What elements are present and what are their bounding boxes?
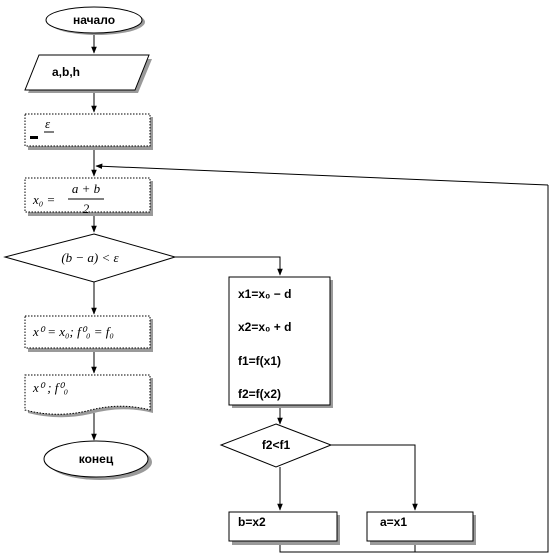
init-epsilon: ε	[45, 116, 51, 131]
result-label: x⁰ = x₀; f⁰₀ = f₀	[32, 324, 114, 339]
init-block: ε	[24, 113, 153, 150]
output-block: x⁰ ; f⁰₀	[24, 374, 153, 418]
assign-b-label: b=x2	[238, 515, 266, 529]
output-label: x⁰ ; f⁰₀	[32, 380, 68, 395]
calc-line-3: f1=f(x1)	[238, 354, 281, 368]
end-terminator: конец	[43, 440, 152, 480]
assign-b-block: b=x2	[228, 511, 340, 545]
midpoint-numerator: a + b	[72, 181, 101, 196]
input-label: a,b,h	[52, 65, 80, 79]
loop-back-arrow	[95, 163, 549, 186]
calc-line-1: x1=x₀ − d	[238, 287, 291, 301]
start-label: начало	[73, 13, 115, 27]
result-block: x⁰ = x₀; f⁰₀ = f₀	[24, 315, 153, 352]
arrow-compare-to-a	[331, 444, 418, 511]
arrow-condition-to-calc	[175, 256, 283, 276]
calc-line-4: f2=f(x2)	[238, 387, 281, 401]
end-label: конец	[79, 452, 114, 466]
condition-block: (b − a) < ε	[3, 233, 177, 283]
start-terminator: начало	[45, 6, 145, 35]
calc-block: x1=x₀ − d x2=x₀ + d f1=f(x1) f2=f(x2)	[228, 276, 333, 408]
init-mark	[30, 136, 38, 139]
midpoint-block: x₀ = a + b 2	[24, 177, 153, 216]
condition-label: (b − a) < ε	[61, 250, 119, 265]
compare-block: f2<f1	[219, 423, 333, 468]
loop-back-line	[415, 185, 549, 553]
assign-a-block: a=x1	[366, 511, 476, 545]
midpoint-denominator: 2	[83, 201, 90, 216]
compare-label: f2<f1	[262, 438, 291, 452]
calc-line-2: x2=x₀ + d	[238, 320, 291, 334]
midpoint-lhs: x₀ =	[32, 192, 55, 207]
assign-a-label: a=x1	[380, 515, 407, 529]
input-block: a,b,h	[24, 54, 152, 93]
